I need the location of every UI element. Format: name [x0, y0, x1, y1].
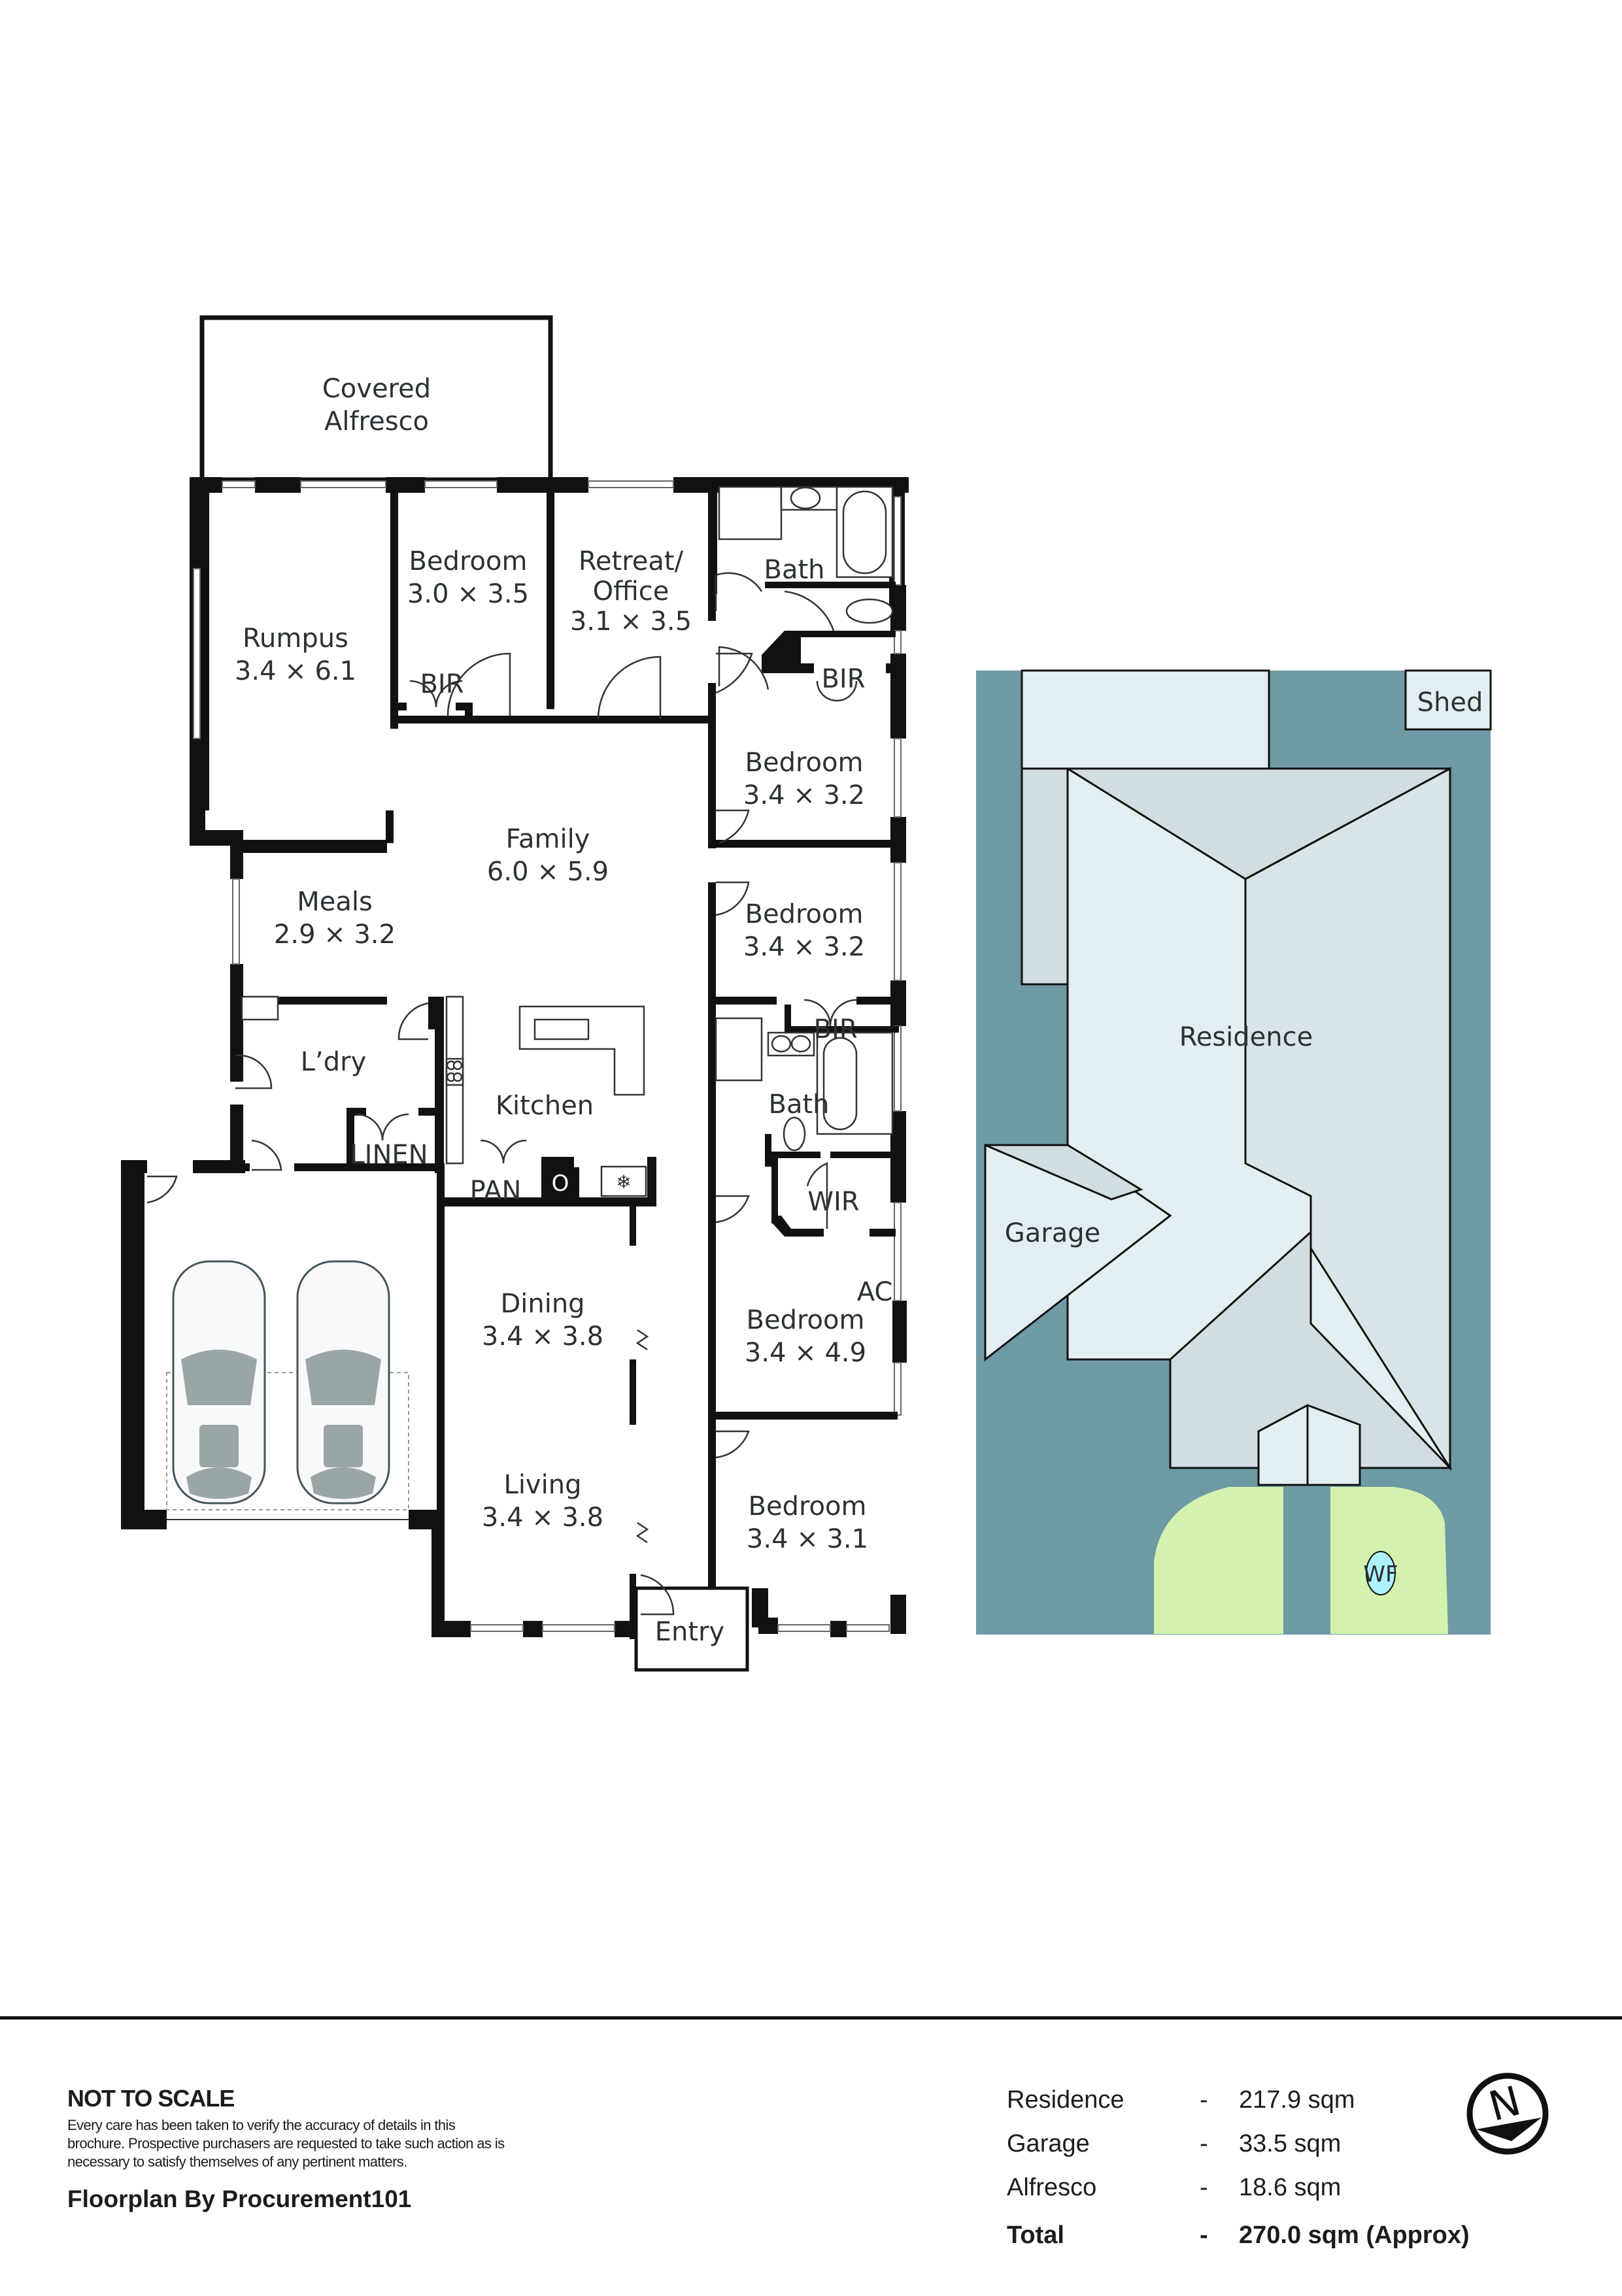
north-compass-icon: N — [1466, 2072, 1549, 2155]
room-name: Entry — [655, 1617, 724, 1647]
room-name: L’dry — [301, 1047, 367, 1077]
shed — [1404, 669, 1492, 731]
site-plan: Shed Residence Garage WF — [976, 669, 1492, 1635]
toilet-icon — [845, 598, 894, 624]
oven-block — [541, 1167, 579, 1197]
door-swings — [146, 572, 858, 1616]
fixtures: O ❄ — [241, 486, 894, 1197]
room-dims: 2.9 × 3.2 — [274, 920, 396, 950]
car-icon — [296, 1260, 390, 1505]
area-row-total: Total - 270.0 sqm (Approx) — [1007, 2221, 1470, 2249]
room-name: AC — [857, 1277, 893, 1307]
shed-label: Shed — [1417, 688, 1483, 718]
room-labels: Rumpus 3.4 × 6.1 Bedroom 3.0 × 3.5 BIR R… — [235, 546, 892, 1647]
shower-icon — [718, 486, 783, 541]
lawn — [1154, 1487, 1283, 1634]
room-name: Alfresco — [324, 407, 429, 437]
room-name: Bedroom — [747, 1305, 865, 1335]
car-icon — [172, 1260, 266, 1505]
room-name: Bedroom — [745, 899, 864, 929]
room-dims: 3.1 × 3.5 — [570, 607, 692, 637]
room-name: Living — [504, 1470, 582, 1500]
shower-icon — [715, 1017, 763, 1082]
floorplan-credit: Floorplan By Procurement101 — [67, 2186, 412, 2212]
room-name: Bedroom — [745, 748, 864, 778]
garage-label: Garage — [1005, 1218, 1100, 1248]
water-feature-label: WF — [1363, 1561, 1398, 1588]
residence-label: Residence — [1179, 1022, 1313, 1052]
room-name: Bedroom — [749, 1491, 867, 1522]
sink-icon — [241, 995, 279, 1021]
room-dims: 3.4 × 4.9 — [745, 1338, 866, 1368]
windows — [193, 480, 902, 1632]
toilet-icon — [783, 1116, 806, 1152]
room-dims: 3.4 × 6.1 — [235, 656, 356, 686]
interior-walls — [230, 484, 899, 1672]
room-dims: 3.4 × 3.1 — [747, 1524, 868, 1554]
room-name: Family — [506, 824, 590, 854]
room-dims: 3.4 × 3.8 — [482, 1503, 603, 1533]
room-dims: 3.0 × 3.5 — [407, 579, 529, 609]
room-name: PAN — [470, 1176, 522, 1206]
disclaimer-text: Every care has been taken to verify the … — [67, 2117, 505, 2170]
room-name: Bath — [764, 555, 825, 585]
room-name: Office — [593, 576, 669, 607]
double-sink-icon — [533, 1018, 590, 1040]
room-name: Retreat/ — [579, 546, 684, 576]
room-name: Covered — [322, 374, 431, 404]
svg-text:❄: ❄ — [616, 1171, 631, 1193]
room-dims: 3.4 × 3.2 — [743, 932, 865, 962]
room-name: LINEN — [350, 1140, 428, 1170]
cars — [166, 1260, 409, 1510]
room-name: WIR — [807, 1187, 859, 1217]
room-name: BIR — [420, 669, 464, 699]
area-row-alfresco: Alfresco - 18.6 sqm — [1007, 2174, 1342, 2201]
fridge-snowflake-icon — [600, 1165, 647, 1197]
oven-label: O — [552, 1171, 569, 1197]
room-dims: 3.4 × 3.2 — [743, 780, 865, 810]
not-to-scale-heading: NOT TO SCALE — [67, 2085, 235, 2112]
disclaimer-block: NOT TO SCALE Every care has been taken t… — [67, 2085, 630, 2213]
water-feature — [1366, 1551, 1396, 1595]
room-name: Meals — [297, 887, 373, 917]
room-name: BIR — [821, 664, 865, 694]
footer-divider — [0, 2016, 1622, 2020]
room-name: Kitchen — [496, 1091, 594, 1121]
area-row-garage: Garage - 33.5 sqm — [1007, 2130, 1342, 2157]
room-name: BIR — [813, 1014, 857, 1044]
covered-alfresco: Covered Alfresco — [199, 315, 553, 482]
room-dims: 3.4 × 3.8 — [482, 1322, 603, 1352]
area-row-residence: Residence - 217.9 sqm — [1007, 2086, 1355, 2114]
room-dims: 6.0 × 5.9 — [487, 857, 609, 887]
area-summary: Residence - 217.9 sqm Garage - 33.5 sqm … — [1007, 2078, 1470, 2257]
room-name: Rumpus — [243, 624, 348, 654]
room-name: Bedroom — [409, 546, 528, 576]
room-name: Bath — [769, 1090, 830, 1120]
room-name: Dining — [500, 1289, 584, 1319]
